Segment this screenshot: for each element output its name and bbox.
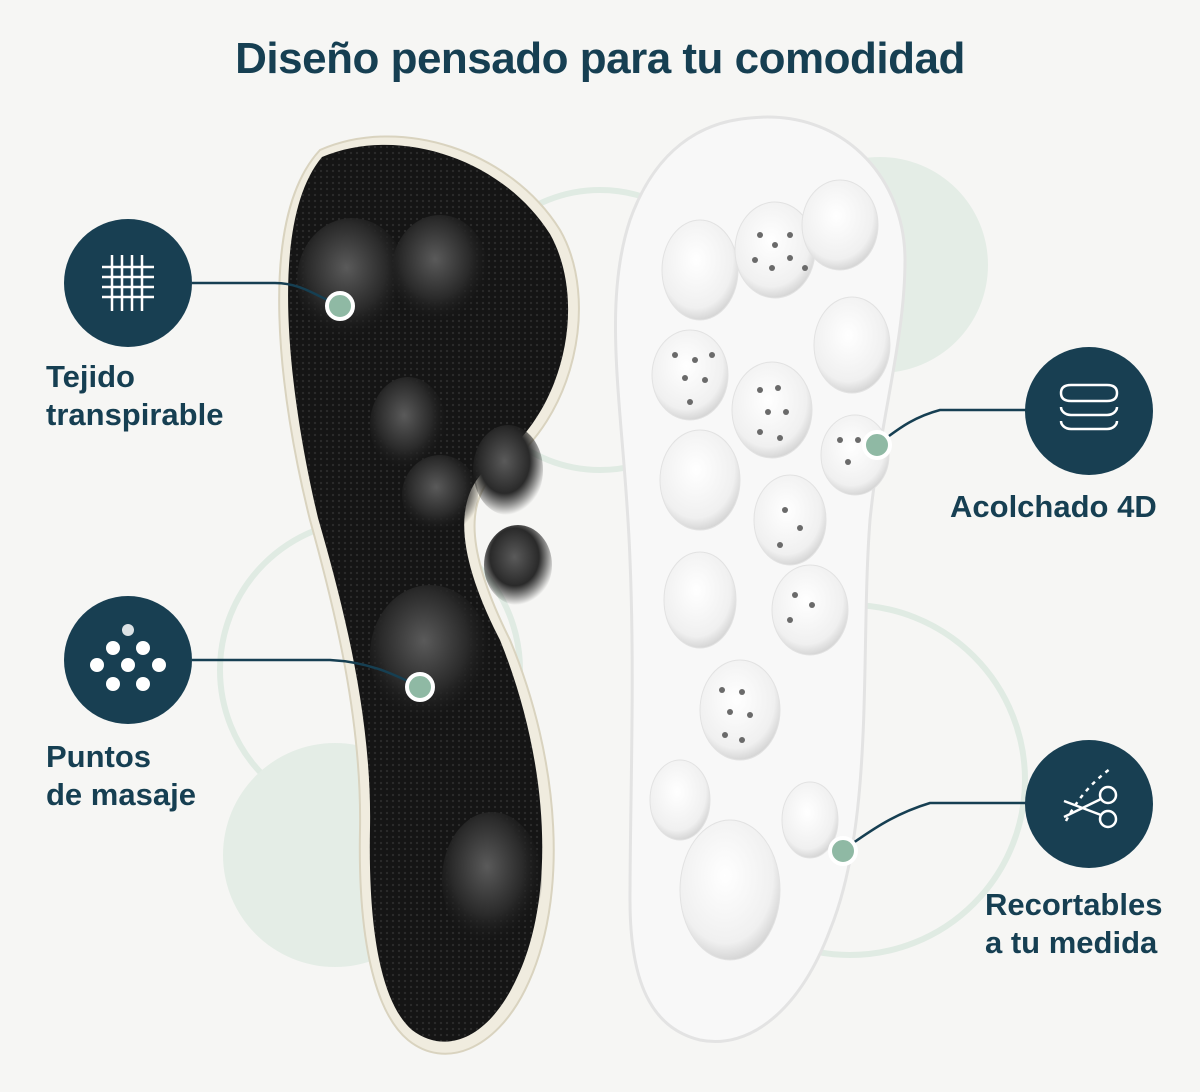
marker-massage — [405, 672, 435, 702]
callout-markers — [325, 291, 892, 866]
layers-icon — [1025, 347, 1153, 475]
marker-padding — [862, 430, 892, 460]
label-padding: Acolchado 4D — [950, 489, 1157, 524]
label-breathable: Tejido transpirable — [46, 359, 224, 432]
white-insole — [613, 115, 907, 1043]
page-title: Diseño pensado para tu comodidad — [235, 34, 965, 84]
black-insole — [278, 135, 580, 1055]
label-trimmable: Recortables a tu medida — [985, 887, 1163, 960]
marker-breathable — [325, 291, 355, 321]
grid-mesh-icon — [64, 219, 192, 347]
scissors-icon — [1025, 740, 1153, 868]
marker-trimmable — [828, 836, 858, 866]
label-massage: Puntos de masaje — [46, 739, 196, 812]
dots-icon — [64, 596, 192, 724]
